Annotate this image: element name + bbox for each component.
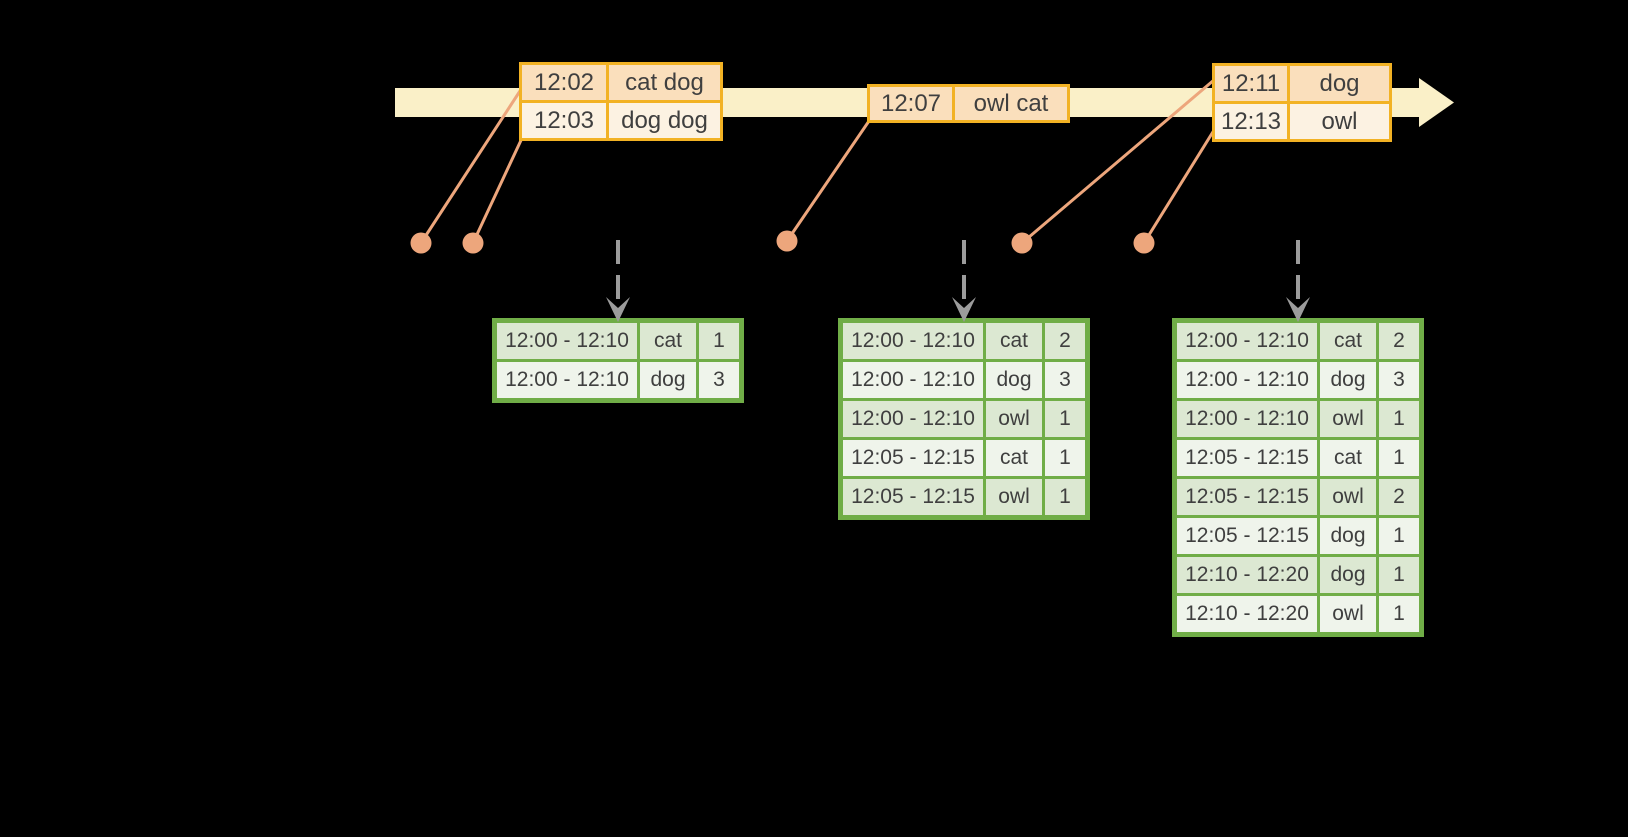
event-words-cell: dog bbox=[1290, 66, 1389, 101]
result-window-cell: 12:10 - 12:20 bbox=[1177, 557, 1317, 593]
result-count-cell: 1 bbox=[1045, 440, 1085, 476]
result-word-cell: owl bbox=[986, 401, 1042, 437]
result-count-cell: 1 bbox=[1045, 479, 1085, 515]
event-connector-line bbox=[419, 89, 522, 245]
result-word-cell: cat bbox=[1320, 440, 1376, 476]
result-word-cell: dog bbox=[640, 362, 696, 398]
result-window-cell: 12:00 - 12:10 bbox=[1177, 362, 1317, 398]
result-window-cell: 12:00 - 12:10 bbox=[1177, 401, 1317, 437]
result-word-cell: owl bbox=[1320, 596, 1376, 632]
result-window-cell: 12:05 - 12:15 bbox=[1177, 518, 1317, 554]
result-count-cell: 3 bbox=[1045, 362, 1085, 398]
result-word-cell: owl bbox=[1320, 401, 1376, 437]
event-dots bbox=[410, 230, 1155, 254]
result-count-cell: 3 bbox=[699, 362, 739, 398]
trigger-arrow-icon bbox=[606, 240, 630, 322]
result-word-cell: cat bbox=[986, 440, 1042, 476]
result-window-cell: 12:10 - 12:20 bbox=[1177, 596, 1317, 632]
event-connector-line bbox=[1142, 125, 1218, 245]
result-word-cell: cat bbox=[986, 323, 1042, 359]
result-window-cell: 12:05 - 12:15 bbox=[1177, 479, 1317, 515]
event-dot bbox=[410, 232, 432, 254]
event-dot bbox=[776, 230, 798, 252]
result-count-cell: 1 bbox=[699, 323, 739, 359]
result-window-cell: 12:00 - 12:10 bbox=[497, 362, 637, 398]
result-count-cell: 1 bbox=[1045, 401, 1085, 437]
result-count-cell: 1 bbox=[1379, 596, 1419, 632]
event-connector-line bbox=[471, 134, 525, 245]
result-window-cell: 12:00 - 12:10 bbox=[843, 362, 983, 398]
event-time-cell: 12:13 bbox=[1215, 104, 1287, 139]
result-word-cell: dog bbox=[1320, 557, 1376, 593]
result-word-cell: owl bbox=[986, 479, 1042, 515]
result-count-cell: 2 bbox=[1379, 479, 1419, 515]
event-words-cell: dog dog bbox=[609, 103, 720, 138]
event-words-cell: cat dog bbox=[609, 65, 720, 100]
event-connector-line bbox=[785, 119, 871, 243]
result-window-cell: 12:00 - 12:10 bbox=[843, 323, 983, 359]
event-time-cell: 12:11 bbox=[1215, 66, 1287, 101]
event-time-cell: 12:07 bbox=[870, 87, 952, 120]
result-window-cell: 12:05 - 12:15 bbox=[843, 440, 983, 476]
result-word-cell: owl bbox=[1320, 479, 1376, 515]
result-count-cell: 3 bbox=[1379, 362, 1419, 398]
result-word-cell: dog bbox=[1320, 362, 1376, 398]
event-time-cell: 12:03 bbox=[522, 103, 606, 138]
result-count-cell: 1 bbox=[1379, 518, 1419, 554]
event-dot bbox=[1011, 232, 1033, 254]
trigger-arrow-icon bbox=[952, 240, 976, 322]
result-window-cell: 12:05 - 12:15 bbox=[843, 479, 983, 515]
result-word-cell: cat bbox=[640, 323, 696, 359]
event-dot bbox=[462, 232, 484, 254]
result-count-cell: 1 bbox=[1379, 440, 1419, 476]
result-word-cell: cat bbox=[1320, 323, 1376, 359]
event-words-cell: owl bbox=[1290, 104, 1389, 139]
result-count-cell: 2 bbox=[1379, 323, 1419, 359]
trigger-arrow-icon bbox=[1286, 240, 1310, 322]
event-words-cell: owl cat bbox=[955, 87, 1067, 120]
result-count-cell: 1 bbox=[1379, 557, 1419, 593]
result-word-cell: dog bbox=[1320, 518, 1376, 554]
timeline-arrowhead-icon bbox=[1419, 78, 1454, 127]
result-count-cell: 1 bbox=[1379, 401, 1419, 437]
result-window-cell: 12:05 - 12:15 bbox=[1177, 440, 1317, 476]
event-time-cell: 12:02 bbox=[522, 65, 606, 100]
result-word-cell: dog bbox=[986, 362, 1042, 398]
result-window-cell: 12:00 - 12:10 bbox=[497, 323, 637, 359]
result-count-cell: 2 bbox=[1045, 323, 1085, 359]
result-window-cell: 12:00 - 12:10 bbox=[843, 401, 983, 437]
result-window-cell: 12:00 - 12:10 bbox=[1177, 323, 1317, 359]
event-dot bbox=[1133, 232, 1155, 254]
